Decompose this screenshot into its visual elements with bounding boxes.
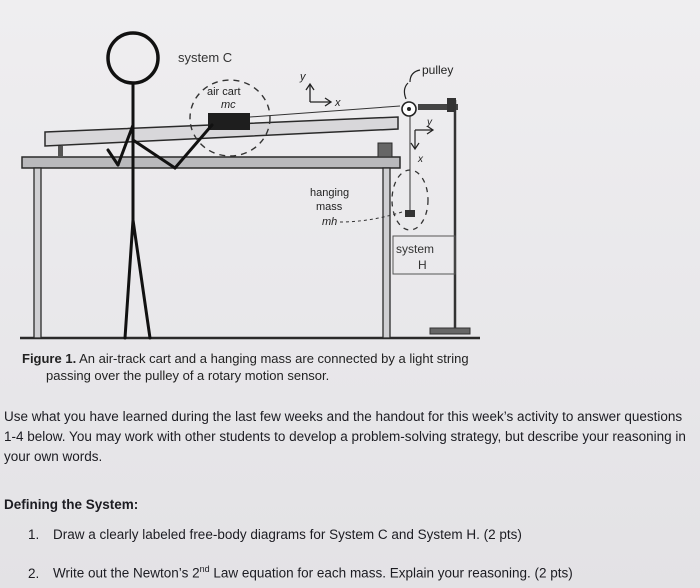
hanging-label: hanging <box>310 187 349 199</box>
stick-figure <box>106 31 214 340</box>
system-h-boundary <box>391 169 429 231</box>
table-leg-left <box>33 167 42 339</box>
axes-cart <box>305 82 333 107</box>
question-2-text-before: Write out the Newton’s 2 <box>53 565 200 581</box>
question-2: 2. Write out the Newton’s 2nd Law equatio… <box>28 564 573 581</box>
system-c-boundary <box>189 79 271 157</box>
axis-y-label-hanging: y <box>426 117 433 128</box>
axes-hanging <box>410 125 435 151</box>
track-support-left <box>58 146 63 157</box>
air-cart-block <box>208 113 250 130</box>
question-2-text-after: Law equation for each mass. Explain your… <box>209 565 573 581</box>
axis-x-label-hanging: x <box>417 154 424 165</box>
caption-line-1: An air-track cart and a hanging mass are… <box>79 351 469 366</box>
table-top <box>21 156 401 169</box>
system-h-letter: H <box>418 258 427 272</box>
question-1-number: 1. <box>28 527 40 542</box>
caption-line-2: passing over the pulley of a rotary moti… <box>46 368 330 383</box>
string-horizontal <box>249 105 401 118</box>
question-2-superscript: nd <box>199 564 210 574</box>
caption-label: Figure 1. <box>22 351 77 366</box>
instructions-paragraph: Use what you have learned during the las… <box>4 409 686 464</box>
section-heading: Defining the System: <box>4 497 139 512</box>
hanging-mass-block <box>405 210 415 217</box>
figure-caption: Figure 1. An air-track cart and a hangin… <box>22 350 582 384</box>
question-1: 1. Draw a clearly labeled free-body diagr… <box>28 527 522 542</box>
axis-x-label-cart: x <box>334 97 341 109</box>
system-h-box <box>392 235 456 275</box>
question-1-text: Draw a clearly labeled free-body diagram… <box>53 527 522 542</box>
stand-base <box>429 327 471 335</box>
air-cart-label: air cart <box>207 86 241 98</box>
track-support-right <box>377 142 393 158</box>
question-2-number: 2. <box>28 565 40 581</box>
mass-label: mass <box>316 201 343 213</box>
axis-y-label-cart: y <box>299 71 307 83</box>
table-leg-right <box>382 167 391 339</box>
air-track-figure: system C air cart mc y x <box>20 31 480 340</box>
hanging-mass-symbol: mh <box>322 216 337 228</box>
system-c-label: system C <box>178 50 232 65</box>
pulley-label: pulley <box>422 63 453 77</box>
pulley-clamp <box>418 104 458 110</box>
cart-mass-label: mc <box>221 99 236 111</box>
system-h-label: system <box>396 242 434 256</box>
